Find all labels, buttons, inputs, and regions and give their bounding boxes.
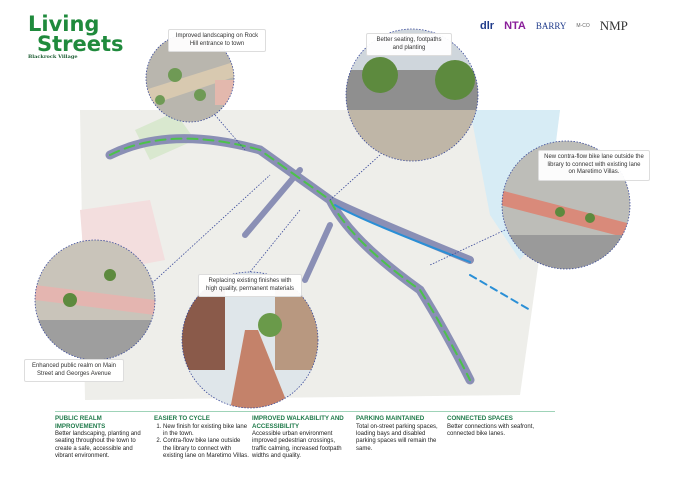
benefit-text: Better connections with seafront, connec… <box>447 423 535 437</box>
logo-subtitle: Blackrock Village <box>28 54 78 60</box>
living-streets-logo: Living Streets Blackrock Village <box>28 14 124 61</box>
callout-public-realm: Enhanced public realm on Main Street and… <box>24 359 124 382</box>
benefit-item: Contra-flow bike lane outside the librar… <box>163 438 250 460</box>
benefit-title: EASIER TO CYCLE <box>154 415 210 422</box>
divider <box>55 411 555 412</box>
mco-logo: M-CO <box>576 23 590 29</box>
benefit-public-realm: PUBLIC REALM IMPROVEMENTS Better landsca… <box>55 415 147 461</box>
benefit-text: Accessible urban environment improved pe… <box>252 431 342 460</box>
benefit-connected: CONNECTED SPACES Better connections with… <box>447 415 537 438</box>
benefit-title: PUBLIC REALM IMPROVEMENTS <box>55 415 106 430</box>
benefit-walkability: IMPROVED WALKABILITY AND ACCESSIBILITY A… <box>252 415 344 461</box>
logo-line1: Living <box>28 12 100 36</box>
partner-logos: dlr NTA BARRY M-CO NMP <box>480 18 628 34</box>
photo-public-realm <box>35 240 155 360</box>
benefit-text: Total on-street parking spaces, loading … <box>356 423 438 452</box>
benefit-parking: PARKING MAINTAINED Total on-street parki… <box>356 415 438 453</box>
nta-logo: NTA <box>504 20 526 32</box>
benefit-title: IMPROVED WALKABILITY AND ACCESSIBILITY <box>252 415 344 430</box>
leader-lines <box>149 114 506 286</box>
main-road-scheme <box>105 134 531 385</box>
nmp-logo: NMP <box>599 18 628 33</box>
barry-logo: BARRY <box>535 21 567 31</box>
benefit-text: Better landscaping, planting and seating… <box>55 431 141 460</box>
logo-line2: Streets <box>37 32 124 56</box>
callout-bike-lane: New contra-flow bike lane outside the li… <box>538 150 650 181</box>
dlr-logo: dlr <box>480 20 495 32</box>
benefit-cycle: EASIER TO CYCLE New finish for existing … <box>154 415 250 461</box>
callout-finishes: Replacing existing finishes with high qu… <box>198 274 302 297</box>
benefit-item: New finish for existing bike lane in the… <box>163 424 250 439</box>
callout-seating: Better seating, footpaths and planting <box>366 33 452 56</box>
bike-lane-link <box>469 274 531 311</box>
benefit-title: PARKING MAINTAINED <box>356 415 425 422</box>
callout-rock-hill: Improved landscaping on Rock Hill entran… <box>168 29 266 52</box>
benefit-title: CONNECTED SPACES <box>447 415 513 422</box>
